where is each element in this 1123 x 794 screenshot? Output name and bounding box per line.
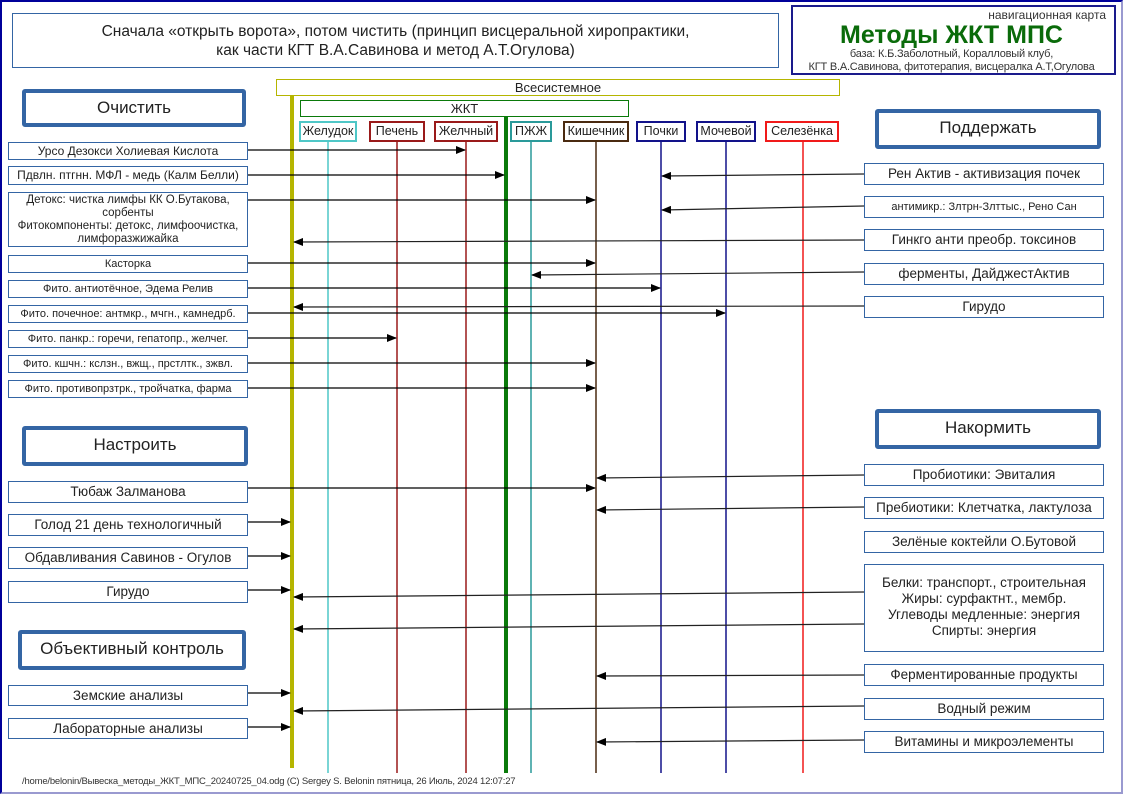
clean-item[interactable]: Фито. панкр.: горечи, гепатопр., желчег.	[8, 330, 248, 348]
section-control: Объективный контроль	[18, 630, 246, 670]
feed-item-line: Спирты: энергия	[931, 623, 1037, 638]
connector-arrow	[293, 623, 865, 633]
organ-header-stomach: Желудок	[299, 121, 357, 142]
section-feed: Накормить	[875, 409, 1101, 449]
clean-item-line: сорбенты	[102, 207, 154, 219]
feed-item[interactable]: Витамины и микроэлементы	[864, 731, 1104, 753]
brand-box: навигационная карта Методы ЖКТ МПС база:…	[791, 5, 1116, 75]
connector-arrow	[293, 705, 865, 715]
feed-item-nutrients[interactable]: Белки: транспорт., строительная Жиры: су…	[864, 564, 1104, 652]
brand-base-2: КГТ В.А.Савинова, фитотерапия, висцералк…	[808, 61, 1095, 73]
connector-arrow	[293, 591, 865, 601]
organ-header-intestine: Кишечник	[563, 121, 629, 142]
brand-caption: навигационная карта	[988, 8, 1106, 22]
connector-arrow	[531, 270, 865, 279]
organ-header-liver: Печень	[369, 121, 425, 142]
support-item[interactable]: Гирудо	[864, 296, 1104, 318]
tune-item[interactable]: Голод 21 день технологичный	[8, 514, 248, 536]
organ-header-spleen: Селезёнка	[765, 121, 839, 142]
support-item[interactable]: ферменты, ДайджестАктив	[864, 263, 1104, 285]
control-item[interactable]: Лабораторные анализы	[8, 718, 248, 739]
connector-arrow	[596, 671, 865, 680]
tune-item[interactable]: Тюбаж Залманова	[8, 481, 248, 503]
connector-arrow	[596, 737, 865, 746]
feed-item[interactable]: Зелёные коктейли О.Бутовой	[864, 531, 1104, 553]
feed-item[interactable]: Пребиотики: Клетчатка, лактулоза	[864, 497, 1104, 519]
header-note: Сначала «открыть ворота», потом чистить …	[12, 13, 779, 68]
feed-item[interactable]: Пробиотики: Эвиталия	[864, 464, 1104, 486]
band-gi: ЖКТ	[300, 100, 629, 117]
clean-item[interactable]: Фито. почечное: антмкр., мчгн., камнедрб…	[8, 305, 248, 323]
header-line-2: как части КГТ В.А.Савинова и метод А.Т.О…	[216, 42, 575, 59]
feed-item[interactable]: Водный режим	[864, 698, 1104, 720]
feed-item-line: Углеводы медленные: энергия	[887, 607, 1081, 622]
tune-item[interactable]: Обдавливания Савинов - Огулов	[8, 547, 248, 569]
clean-item[interactable]: Фито. противопрзтрк., тройчатка, фарма	[8, 380, 248, 398]
organ-header-kidneys: Почки	[636, 121, 686, 142]
connector-arrow	[661, 171, 865, 180]
feed-item[interactable]: Ферментированные продукты	[864, 664, 1104, 686]
band-systemic: Всесистемное	[276, 79, 840, 96]
support-item[interactable]: Рен Актив - активизация почек	[864, 163, 1104, 185]
header-line-1: Сначала «открыть ворота», потом чистить …	[101, 23, 690, 40]
section-support: Поддержать	[875, 109, 1101, 149]
clean-item[interactable]: Урсо Дезокси Холиевая Кислота	[8, 142, 248, 160]
feed-item-line: Жиры: сурфактнт., мембр.	[901, 591, 1067, 606]
tune-item[interactable]: Гирудо	[8, 581, 248, 603]
organ-header-urinary: Мочевой	[696, 121, 756, 142]
clean-item-line: лимфоразжижайка	[77, 233, 179, 245]
clean-item-detox[interactable]: Детокс: чистка лимфы КК О.Бутакова, сорб…	[8, 192, 248, 247]
feed-item-line: Белки: транспорт., строительная	[882, 575, 1086, 590]
section-tune: Настроить	[22, 426, 248, 466]
support-item[interactable]: антимикр.: Злтрн-Злттыс., Рено Сан	[864, 196, 1104, 218]
brand-title: Методы ЖКТ МПС	[840, 21, 1063, 49]
footer-file-info: /home/belonin/Вывеска_методы_ЖКТ_МПС_202…	[22, 776, 516, 787]
organ-header-gallbladder: Желчный	[434, 121, 498, 142]
brand-base-1: база: К.Б.Заболотный, Коралловый клуб,	[849, 48, 1054, 60]
support-item[interactable]: Гинкго анти преобр. токсинов	[864, 229, 1104, 251]
section-clean: Очистить	[22, 89, 246, 127]
connector-arrow	[596, 473, 865, 482]
clean-item-line: Фитокомпоненты: детокс, лимфоочистка,	[17, 220, 239, 232]
organ-header-pancreas: ПЖЖ	[510, 121, 552, 142]
clean-item-line: Детокс: чистка лимфы КК О.Бутакова,	[26, 194, 230, 206]
clean-item[interactable]: Пдвлн. птгнн. МФЛ - медь (Калм Белли)	[8, 166, 248, 185]
clean-item[interactable]: Касторка	[8, 255, 248, 273]
clean-item[interactable]: Фито. кшчн.: кслзн., вжщ., прстлтк., зжв…	[8, 355, 248, 373]
control-item[interactable]: Земские анализы	[8, 685, 248, 706]
connector-arrow	[596, 505, 865, 514]
connector-arrow	[293, 302, 865, 311]
clean-item[interactable]: Фито. антиотёчное, Эдема Релив	[8, 280, 248, 298]
connector-arrow	[293, 237, 865, 246]
connector-arrow	[661, 205, 865, 214]
